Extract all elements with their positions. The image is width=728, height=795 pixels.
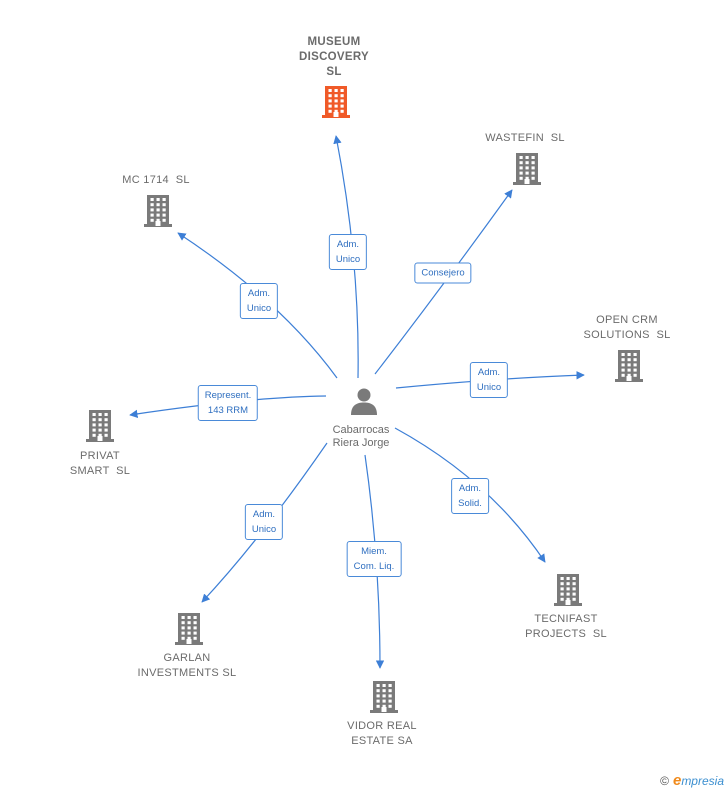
- person-icon: [351, 388, 377, 415]
- building-icon: [175, 613, 203, 645]
- company-name-museum-discovery[interactable]: MUSEUM DISCOVERY SL: [298, 36, 370, 78]
- company-node-tecnifast[interactable]: [553, 573, 583, 612]
- relation-label-privat-smart: Represent. 143 RRM: [197, 385, 259, 421]
- company-name-vidor[interactable]: VIDOR REAL ESTATE SA: [347, 720, 417, 747]
- company-node-vidor[interactable]: [369, 680, 399, 719]
- company-name-mc-1714[interactable]: MC 1714 SL: [122, 174, 190, 186]
- relation-label-open-crm: Adm. Unico: [469, 362, 509, 398]
- company-node-open-crm[interactable]: [614, 349, 644, 388]
- relation-label-vidor: Miem. Com. Liq.: [346, 541, 402, 577]
- brand-name: mpresia: [681, 774, 724, 788]
- relation-label-mc-1714: Adm. Unico: [239, 283, 279, 319]
- building-icon: [615, 350, 643, 382]
- empresia-watermark[interactable]: ©empresia: [660, 772, 724, 789]
- person-name: Cabarrocas Riera Jorge: [332, 424, 390, 449]
- building-icon: [370, 681, 398, 713]
- company-name-tecnifast[interactable]: TECNIFAST PROJECTS SL: [525, 613, 607, 640]
- company-name-privat-smart[interactable]: PRIVAT SMART SL: [69, 450, 131, 477]
- company-name-open-crm[interactable]: OPEN CRM SOLUTIONS SL: [583, 314, 671, 341]
- building-icon: [554, 574, 582, 606]
- building-icon: [513, 153, 541, 185]
- relation-label-museum-discovery: Adm. Unico: [328, 234, 368, 270]
- company-node-privat-smart[interactable]: [85, 409, 115, 448]
- relation-label-wastefin: Consejero: [414, 262, 472, 284]
- person-node[interactable]: [349, 386, 379, 421]
- company-name-garlan[interactable]: GARLAN INVESTMENTS SL: [137, 652, 237, 679]
- company-node-wastefin[interactable]: [512, 152, 542, 191]
- edge-wastefin: [374, 189, 513, 375]
- company-node-museum-discovery[interactable]: [321, 85, 351, 124]
- company-node-garlan[interactable]: [174, 612, 204, 651]
- building-icon: [86, 410, 114, 442]
- company-node-mc-1714[interactable]: [143, 194, 173, 233]
- company-name-wastefin[interactable]: WASTEFIN SL: [485, 132, 565, 144]
- relation-label-garlan: Adm. Unico: [244, 504, 284, 540]
- brand-initial: e: [672, 772, 682, 789]
- copyright-icon: ©: [660, 774, 669, 788]
- building-icon: [322, 86, 350, 118]
- relation-label-tecnifast: Adm. Solid.: [451, 478, 489, 514]
- building-icon: [144, 195, 172, 227]
